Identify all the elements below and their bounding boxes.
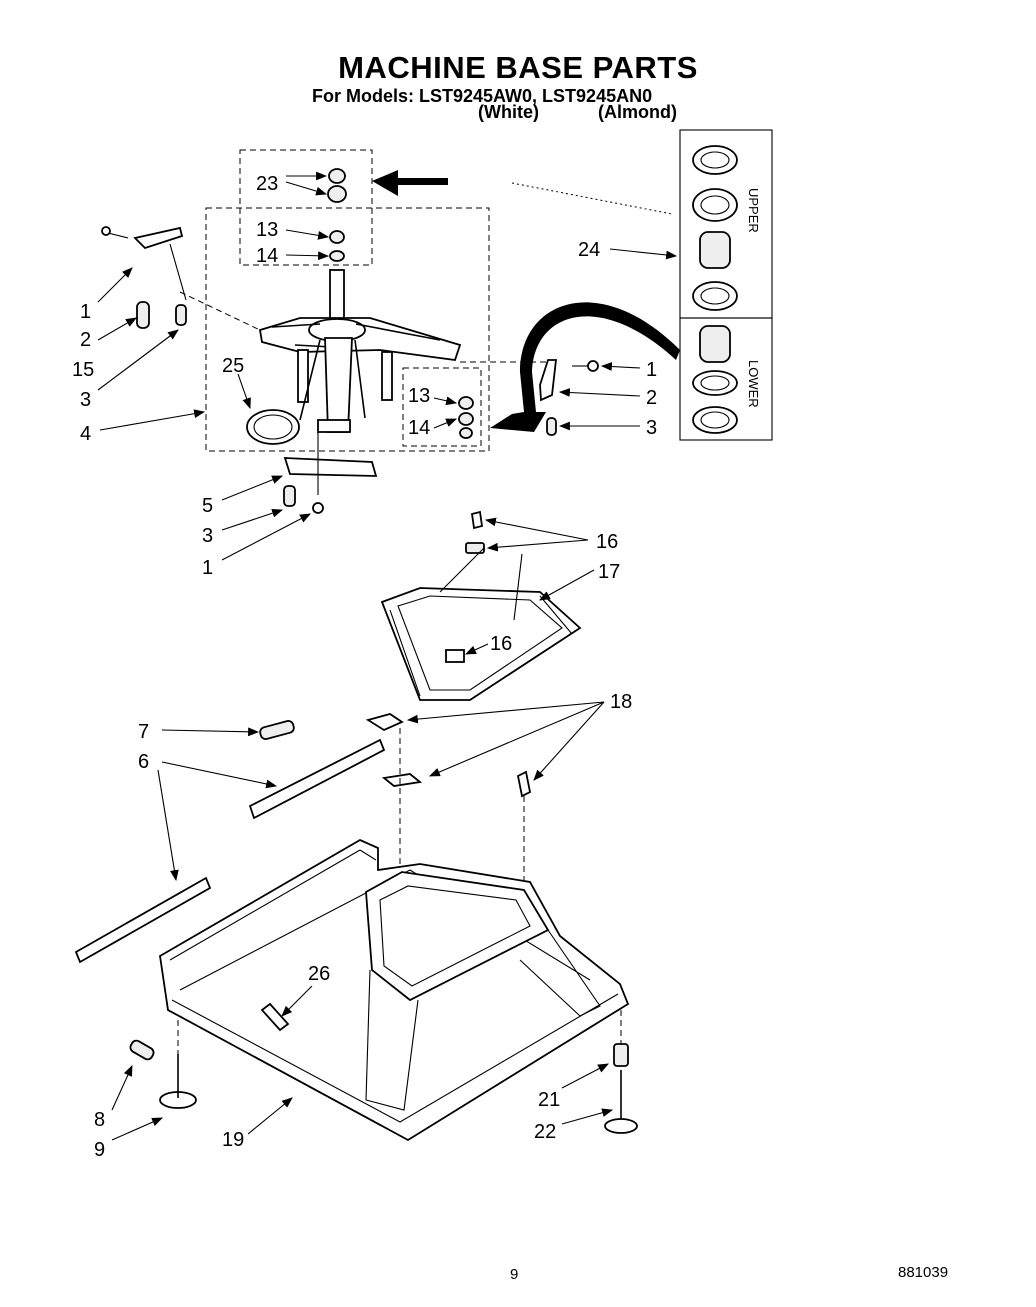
grommet-parts-top bbox=[327, 168, 347, 262]
callout-13: 13 bbox=[256, 219, 278, 241]
callout-4: 4 bbox=[80, 423, 91, 445]
callout-1: 1 bbox=[80, 301, 91, 323]
page-number: 9 bbox=[510, 1266, 519, 1283]
callout-14: 14 bbox=[256, 245, 278, 267]
callout-21: 21 bbox=[538, 1089, 560, 1111]
upper-label: UPPER bbox=[746, 188, 761, 233]
callout-labels: 23 13 14 24 1 2 15 3 25 4 13 14 1 2 3 5 … bbox=[72, 173, 657, 1161]
callout-22: 22 bbox=[534, 1121, 556, 1143]
callout-3-lower: 3 bbox=[202, 525, 213, 547]
models-subtitle: For Models: LST9245AW0, LST9245AN0 bbox=[312, 86, 653, 106]
callout-1-lower: 1 bbox=[202, 557, 213, 579]
strap-parts bbox=[283, 432, 378, 514]
cabinet-frame-parts bbox=[380, 510, 582, 701]
callout-2: 2 bbox=[80, 329, 91, 351]
callout-6: 6 bbox=[138, 751, 149, 773]
callout-19: 19 bbox=[222, 1129, 244, 1151]
callout-13-lower: 13 bbox=[408, 385, 430, 407]
curved-arrow bbox=[490, 302, 680, 432]
right-bracket-parts bbox=[460, 359, 599, 436]
callout-24: 24 bbox=[578, 239, 600, 261]
grommet-parts-lower bbox=[458, 396, 474, 439]
base-frame bbox=[159, 838, 630, 1142]
variant-almond: (Almond) bbox=[598, 102, 677, 122]
callout-9: 9 bbox=[94, 1139, 105, 1161]
callout-8: 8 bbox=[94, 1109, 105, 1131]
leader-lines bbox=[97, 171, 678, 1141]
callout-1-right: 1 bbox=[646, 359, 657, 381]
foot-parts bbox=[129, 1010, 638, 1134]
bearing-inset bbox=[679, 129, 773, 441]
callout-5: 5 bbox=[202, 495, 213, 517]
document-number: 881039 bbox=[898, 1264, 949, 1281]
callout-2-right: 2 bbox=[646, 387, 657, 409]
callout-16-lower: 16 bbox=[490, 633, 512, 655]
callout-26: 26 bbox=[308, 963, 330, 985]
lower-label: LOWER bbox=[746, 360, 761, 408]
callout-3-right: 3 bbox=[646, 417, 657, 439]
seal-ring bbox=[246, 409, 300, 445]
callout-14-lower: 14 bbox=[408, 417, 430, 439]
rail-and-clip-parts bbox=[74, 713, 532, 964]
callout-25: 25 bbox=[222, 355, 244, 377]
callout-7: 7 bbox=[138, 721, 149, 743]
callout-3: 3 bbox=[80, 389, 91, 411]
upper-dashed-box bbox=[205, 149, 490, 452]
callout-15: 15 bbox=[72, 359, 94, 381]
callout-18: 18 bbox=[610, 691, 632, 713]
direction-arrow bbox=[372, 170, 448, 196]
callout-17: 17 bbox=[598, 561, 620, 583]
callout-23: 23 bbox=[256, 173, 278, 195]
callout-16: 16 bbox=[596, 531, 618, 553]
page-title: MACHINE BASE PARTS bbox=[338, 50, 698, 85]
spider-shaft-assembly bbox=[258, 269, 462, 433]
left-bracket-parts bbox=[101, 226, 261, 331]
variant-white: (White) bbox=[478, 102, 539, 122]
